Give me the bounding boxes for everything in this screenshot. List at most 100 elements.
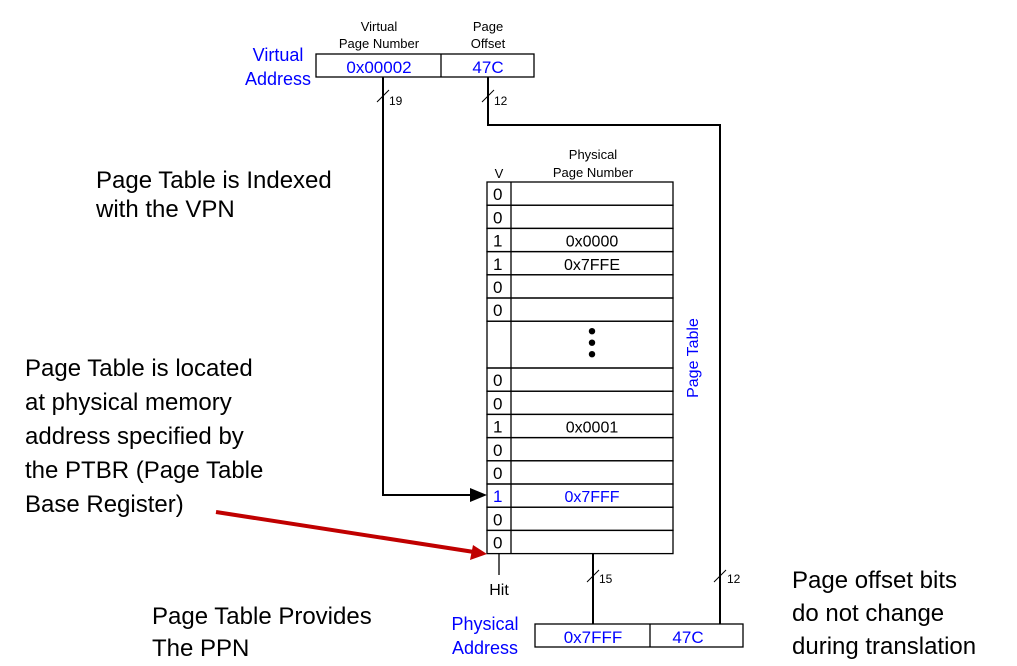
vpn-arrowhead-icon bbox=[470, 488, 487, 502]
ppn-entry: 0x0001 bbox=[566, 420, 619, 437]
annotation-indexed: Page Table is Indexed with the VPN bbox=[95, 167, 332, 223]
valid-bit: 0 bbox=[493, 371, 502, 390]
offset-header-line2: Offset bbox=[471, 36, 506, 51]
ptbr-arrow-line bbox=[215, 510, 475, 554]
ppn-entry: 0x0000 bbox=[566, 234, 619, 251]
pa-offset-bus-slash bbox=[713, 569, 727, 583]
virtual-address-box bbox=[315, 53, 535, 78]
page-table-row: 0 bbox=[486, 297, 674, 322]
valid-bit: 0 bbox=[493, 394, 502, 413]
physical-address-label-line2: Address bbox=[452, 638, 518, 658]
ellipsis-dot-icon bbox=[588, 328, 596, 335]
vpn-bits-label: 19 bbox=[389, 94, 403, 108]
ppn-bits-label: 15 bbox=[599, 572, 613, 586]
row-border bbox=[486, 297, 674, 322]
ppn-header-line2: Page Number bbox=[553, 165, 634, 180]
valid-bit: 0 bbox=[493, 208, 502, 227]
va-offset-value: 47C bbox=[472, 58, 503, 77]
page-table: 0 0 1 0x0000 1 0x7FFE 0 0 0 0 1 0x0001 0 0 1 0x7FFF 0 0 bbox=[486, 181, 674, 555]
row-border bbox=[486, 367, 674, 392]
valid-bit: 1 bbox=[493, 487, 502, 506]
annotation-indexed-line1: Page Table is Indexed bbox=[96, 167, 332, 194]
page-table-row: 0 bbox=[486, 274, 674, 299]
valid-bit: 1 bbox=[493, 418, 502, 437]
physical-address-group: Physical Address 0x7FFF 47C bbox=[451, 614, 744, 658]
offset-wire: 12 12 bbox=[481, 77, 741, 624]
virtual-address-label-line1: Virtual bbox=[253, 45, 304, 65]
pa-offset-bits-label: 12 bbox=[727, 572, 741, 586]
pa-offset-value: 47C bbox=[672, 628, 703, 647]
annotation-provides-line1: Page Table Provides bbox=[152, 603, 372, 630]
annotation-indexed-line2: with the VPN bbox=[95, 196, 235, 223]
hit-label: Hit bbox=[489, 582, 509, 599]
valid-bit: 1 bbox=[493, 232, 502, 251]
annotation-provides: Page Table Provides The PPN bbox=[152, 603, 372, 662]
ppn-entry: 0x7FFE bbox=[564, 257, 620, 274]
ppn-header-line1: Physical bbox=[569, 147, 618, 162]
page-table-row: 0 bbox=[486, 506, 674, 532]
page-table-label: Page Table bbox=[685, 318, 702, 398]
va-offset-bits-label: 12 bbox=[494, 94, 508, 108]
annotation-provides-line2: The PPN bbox=[152, 635, 249, 662]
page-table-row: 1 0x0001 bbox=[486, 413, 674, 439]
page-table-row: 0 bbox=[486, 204, 674, 230]
ptbr-arrow bbox=[215, 510, 487, 560]
valid-bit: 1 bbox=[493, 255, 502, 274]
annotation-offset-line3: during translation bbox=[792, 633, 976, 660]
offset-header-line1: Page bbox=[473, 19, 503, 34]
vpn-value: 0x00002 bbox=[346, 58, 411, 77]
annotation-ptbr: Page Table is located at physical memory… bbox=[25, 355, 263, 518]
page-table-row: 1 0x7FFF bbox=[486, 483, 674, 508]
page-table-row: 1 0x7FFE bbox=[486, 250, 674, 276]
ellipsis-dot-icon bbox=[588, 351, 596, 358]
valid-bit: 0 bbox=[493, 278, 502, 297]
annotation-ptbr-line3: address specified by bbox=[25, 423, 244, 450]
row-border bbox=[486, 181, 674, 206]
physical-address-box bbox=[534, 623, 744, 648]
valid-bit: 0 bbox=[493, 185, 502, 204]
ellipsis-border bbox=[486, 320, 674, 369]
vpn-header-line1: Virtual bbox=[361, 19, 398, 34]
row-border bbox=[486, 460, 674, 485]
virtual-address-label-line2: Address bbox=[245, 69, 311, 89]
ellipsis-block bbox=[486, 320, 674, 369]
va-offset-bus-slash bbox=[481, 89, 495, 103]
valid-bit: 0 bbox=[493, 534, 502, 553]
page-table-row: 0 bbox=[486, 367, 674, 392]
physical-address-label-line1: Physical bbox=[451, 614, 518, 634]
page-table-row: 0 bbox=[486, 529, 674, 555]
page-table-row: 1 0x0000 bbox=[486, 227, 674, 253]
virtual-address-group: Virtual Address Virtual Page Number Page… bbox=[245, 19, 535, 89]
row-border bbox=[486, 390, 674, 416]
valid-bit: 0 bbox=[493, 441, 502, 460]
valid-bit: 0 bbox=[493, 301, 502, 320]
page-table-row: 0 bbox=[486, 460, 674, 485]
annotation-offset-line2: do not change bbox=[792, 600, 944, 627]
v-column-header: V bbox=[495, 166, 504, 181]
vpn-bus-slash bbox=[376, 89, 390, 103]
valid-bit: 0 bbox=[493, 510, 502, 529]
ptbr-arrowhead-icon bbox=[470, 545, 487, 560]
vpn-index-line bbox=[382, 77, 476, 496]
annotation-ptbr-line1: Page Table is located bbox=[25, 355, 253, 382]
page-table-row: 0 bbox=[486, 390, 674, 416]
page-table-row: 0 bbox=[486, 436, 674, 462]
ppn-bus-slash bbox=[586, 569, 600, 583]
offset-line bbox=[487, 77, 721, 624]
ppn-entry: 0x7FFF bbox=[564, 489, 619, 506]
row-border bbox=[486, 204, 674, 230]
row-border bbox=[486, 436, 674, 462]
annotation-ptbr-line4: the PTBR (Page Table bbox=[25, 457, 263, 484]
row-border bbox=[486, 274, 674, 299]
annotation-offset: Page offset bits do not change during tr… bbox=[792, 567, 976, 660]
page-table-row: 0 bbox=[486, 181, 674, 206]
annotation-ptbr-line2: at physical memory bbox=[25, 389, 232, 416]
vpn-wire: 19 bbox=[376, 77, 487, 502]
ppn-value: 0x7FFF bbox=[564, 628, 623, 647]
valid-bit: 0 bbox=[493, 464, 502, 483]
annotation-ptbr-line5: Base Register) bbox=[25, 491, 184, 518]
row-border bbox=[486, 506, 674, 532]
vpn-header-line2: Page Number bbox=[339, 36, 420, 51]
row-border bbox=[486, 529, 674, 555]
